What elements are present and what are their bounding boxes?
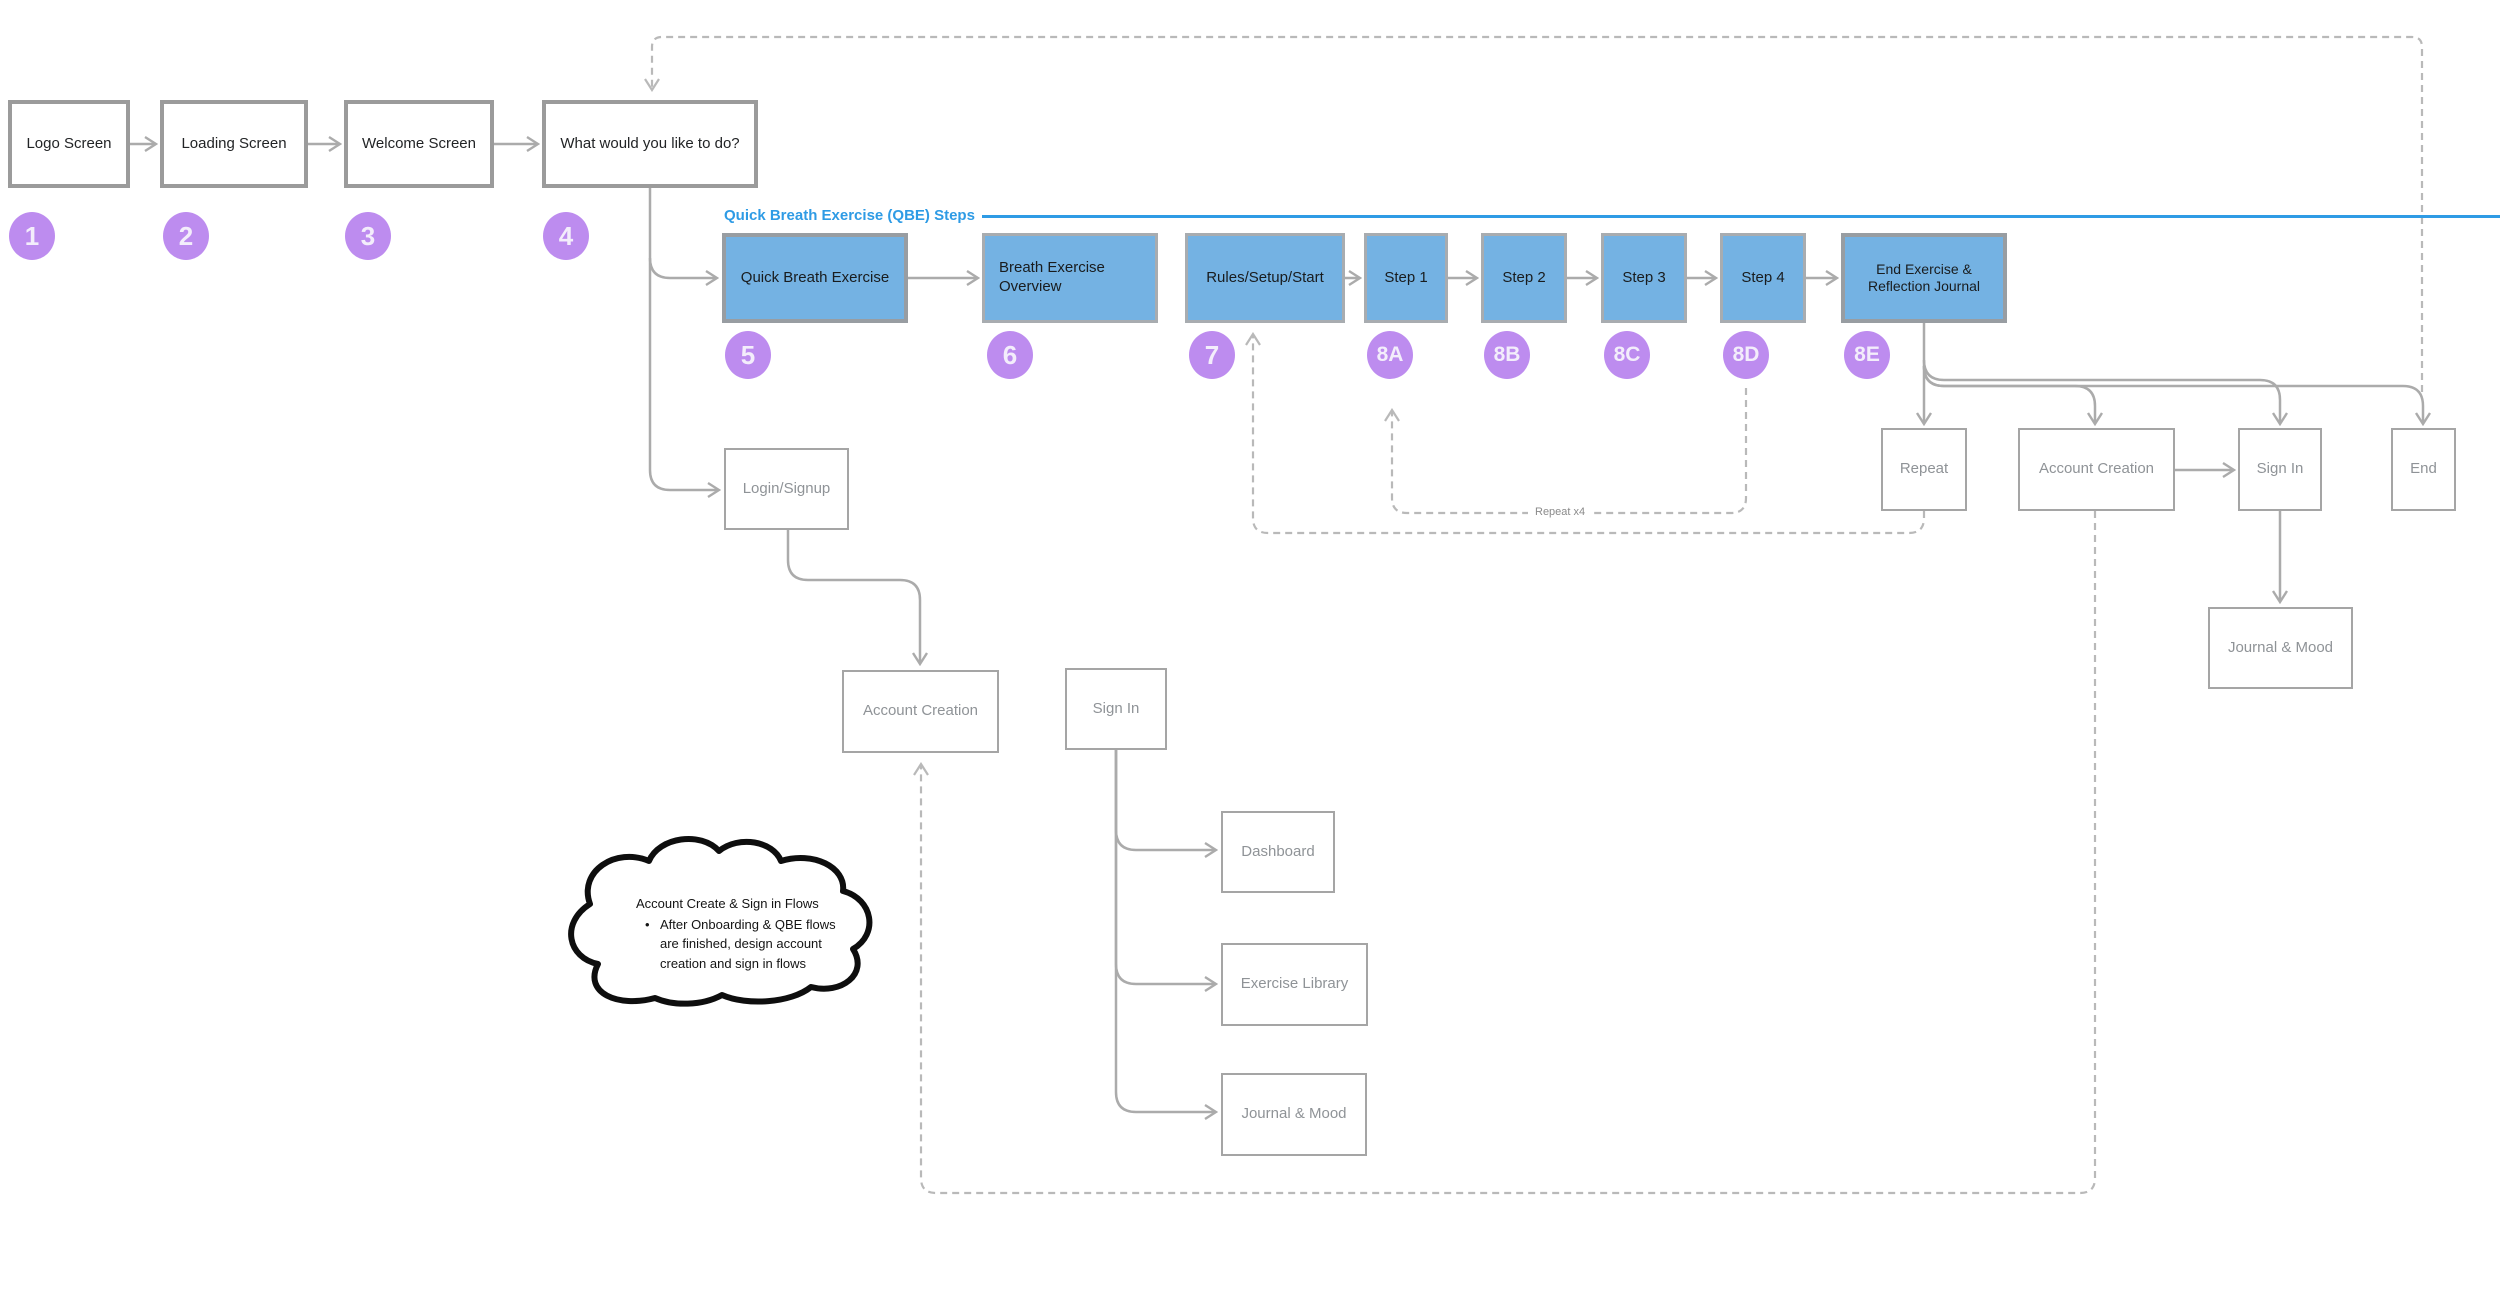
node-account-creation-right[interactable]: Account Creation (2018, 428, 2175, 511)
node-step-4[interactable]: Step 4 (1720, 233, 1806, 323)
dashed-connector-step4-to-step1-repeat-loop (1392, 388, 1748, 515)
node-step-3-label: Step 3 (1622, 268, 1666, 286)
step-badge-6[interactable]: 6 (987, 331, 1033, 379)
node-welcome-screen-label: Welcome Screen (362, 134, 476, 152)
step-badge-8a-label: 8A (1376, 343, 1404, 366)
node-journal-mood-right-label: Journal & Mood (2227, 638, 2334, 656)
node-welcome-screen[interactable]: Welcome Screen (344, 100, 494, 188)
connector-login-to-accountcreation (786, 530, 920, 664)
node-what-would-you-like-to-do[interactable]: What would you like to do? (542, 100, 758, 188)
node-step-2[interactable]: Step 2 (1481, 233, 1567, 323)
step-badge-8d-label: 8D (1732, 343, 1760, 366)
node-quick-breath-exercise[interactable]: Quick Breath Exercise (722, 233, 908, 323)
step-badge-8c[interactable]: 8C (1604, 331, 1650, 379)
step-badge-1-label: 1 (24, 220, 40, 251)
dashed-connector-accountcreation-loop (921, 511, 2097, 1195)
step-badge-3[interactable]: 3 (345, 212, 391, 260)
node-journal-mood-right[interactable]: Journal & Mood (2208, 607, 2353, 689)
step-badge-8c-label: 8C (1613, 343, 1641, 366)
step-badge-7-label: 7 (1204, 339, 1220, 370)
node-journal-mood-bottom-label: Journal & Mood (1241, 1105, 1347, 1123)
step-badge-5-label: 5 (740, 339, 756, 370)
node-dashboard[interactable]: Dashboard (1221, 811, 1335, 893)
node-account-creation-right-label: Account Creation (2038, 460, 2155, 478)
qbe-section-line (982, 215, 2500, 218)
step-badge-2[interactable]: 2 (163, 212, 209, 260)
node-repeat[interactable]: Repeat (1881, 428, 1967, 511)
node-account-creation-middle[interactable]: Account Creation (842, 670, 999, 753)
connector-what-to-qbe (648, 257, 717, 278)
node-loading-screen-label: Loading Screen (181, 134, 287, 152)
step-badge-1[interactable]: 1 (9, 212, 55, 260)
node-journal-mood-bottom[interactable]: Journal & Mood (1221, 1073, 1367, 1156)
node-account-creation-middle-label: Account Creation (862, 702, 979, 720)
node-breath-exercise-overview[interactable]: Breath Exercise Overview (982, 233, 1158, 323)
repeat-x4-note[interactable]: Repeat x4 (1528, 504, 1593, 520)
node-logo-screen-label: Logo Screen (26, 134, 112, 152)
step-badge-7[interactable]: 7 (1189, 331, 1235, 379)
connector-signin-to-exerciselibrary (1114, 750, 1216, 984)
step-badge-8e[interactable]: 8E (1844, 331, 1890, 379)
node-step-4-label: Step 4 (1741, 268, 1785, 286)
bullet-marker: • (645, 916, 650, 932)
connector-endexercise-to-signin (1922, 359, 2280, 424)
node-step-3[interactable]: Step 3 (1601, 233, 1687, 323)
node-sign-in-middle[interactable]: Sign In (1065, 668, 1167, 750)
step-badge-8d[interactable]: 8D (1723, 331, 1769, 379)
node-step-1-label: Step 1 (1384, 268, 1428, 286)
node-step-2-label: Step 2 (1502, 268, 1546, 286)
step-badge-3-label: 3 (360, 220, 376, 251)
cloud-annotation-bullet-text: After Onboarding & QBE flows are finishe… (660, 916, 836, 971)
connector-signin-to-dashboard (1114, 750, 1216, 850)
node-sign-in-middle-label: Sign In (1092, 699, 1140, 717)
connector-signin-to-journalmood (1114, 750, 1216, 1112)
step-badge-8e-label: 8E (1854, 343, 1880, 366)
step-badge-4[interactable]: 4 (543, 212, 589, 260)
node-step-1[interactable]: Step 1 (1364, 233, 1448, 323)
step-badge-8b-label: 8B (1493, 343, 1521, 366)
node-dashboard-label: Dashboard (1241, 842, 1315, 860)
connector-endexercise-to-end (1922, 365, 2423, 424)
node-exercise-library-label: Exercise Library (1240, 975, 1349, 993)
step-badge-4-label: 4 (558, 220, 574, 251)
node-what-label: What would you like to do? (560, 134, 740, 152)
node-logo-screen[interactable]: Logo Screen (8, 100, 130, 188)
node-end-exercise-reflection-journal[interactable]: End Exercise & Reflection Journal (1841, 233, 2007, 323)
dashed-connector-end-to-what (652, 35, 2424, 392)
cloud-annotation-bullet: • After Onboarding & QBE flows are finis… (636, 915, 856, 974)
step-badge-5[interactable]: 5 (725, 331, 771, 379)
node-end-exercise-label: End Exercise & Reflection Journal (1867, 260, 1981, 295)
node-sign-in-right-label: Sign In (2256, 460, 2304, 478)
node-end[interactable]: End (2391, 428, 2456, 511)
node-rules-setup-start-label: Rules/Setup/Start (1206, 268, 1324, 286)
node-quick-breath-exercise-label: Quick Breath Exercise (740, 268, 890, 286)
node-breath-exercise-overview-label: Breath Exercise Overview (999, 259, 1105, 295)
node-rules-setup-start[interactable]: Rules/Setup/Start (1185, 233, 1345, 323)
step-badge-6-label: 6 (1002, 339, 1018, 370)
node-end-label: End (2410, 460, 2437, 478)
connector-what-to-login (648, 187, 719, 490)
cloud-annotation-shape[interactable] (568, 835, 873, 1007)
cloud-annotation-text[interactable]: Account Create & Sign in Flows • After O… (636, 894, 882, 973)
dashed-connector-repeat-to-rules (1253, 334, 1926, 535)
qbe-section-label[interactable]: Quick Breath Exercise (QBE) Steps (724, 207, 975, 224)
node-login-signup[interactable]: Login/Signup (724, 448, 849, 530)
step-badge-8a[interactable]: 8A (1367, 331, 1413, 379)
node-exercise-library[interactable]: Exercise Library (1221, 943, 1368, 1026)
step-badge-8b[interactable]: 8B (1484, 331, 1530, 379)
node-loading-screen[interactable]: Loading Screen (160, 100, 308, 188)
connector-endexercise-to-accountcreation (1922, 365, 2095, 424)
node-repeat-label: Repeat (1899, 460, 1949, 478)
step-badge-2-label: 2 (178, 220, 194, 251)
cloud-annotation-title: Account Create & Sign in Flows (636, 896, 819, 911)
node-login-signup-label: Login/Signup (742, 479, 831, 497)
node-sign-in-right[interactable]: Sign In (2238, 428, 2322, 511)
